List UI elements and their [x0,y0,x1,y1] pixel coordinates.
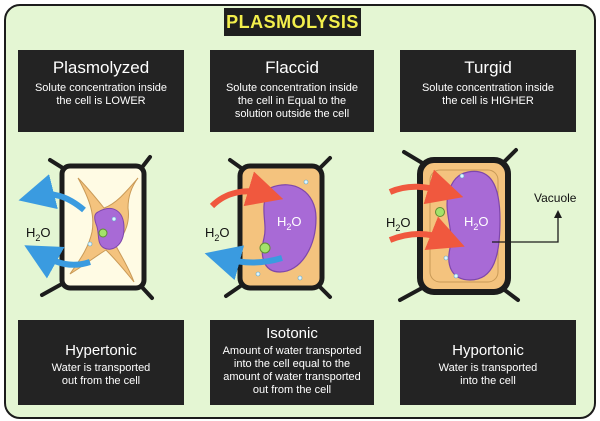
page-title: PLASMOLYSIS [224,8,361,36]
hypertonic-description: Water is transported out from the cell [51,362,151,387]
vacuole [261,184,317,273]
plasmolyzed-heading: Plasmolyzed [52,58,150,77]
chloroplast [435,207,445,217]
hypotonic-box: Hyportonic Water is transported into the… [400,320,576,405]
chloroplast [98,228,108,238]
water-in-arrow-lower [388,216,465,251]
flaccid-heading: Flaccid [265,58,319,77]
isotonic-box: Isotonic Amount of water transported int… [210,320,374,405]
hypertonic-box: Hypertonic Water is transported out from… [18,320,184,405]
chloroplast [259,242,271,254]
vacuole-label: Vacuole [534,191,577,205]
water-out-arrow-upper [18,174,86,213]
hypotonic-heading: Hyportonic [452,342,524,359]
plasmolyzed-description: Solute concentration inside the cell is … [34,82,168,107]
water-in-arrow-upper [388,169,464,205]
turgid-heading: Turgid [464,58,512,77]
turgid-cell: H2O H2O Vacuole [386,148,577,302]
isotonic-heading: Isotonic [266,325,318,342]
flaccid-box: Flaccid Solute concentration inside the … [210,50,374,132]
flaccid-cell: H2O H2O [204,156,332,299]
turgid-box: Turgid Solute concentration inside the c… [400,50,576,132]
vacuole [94,208,125,250]
plasmolyzed-box: Plasmolyzed Solute concentration inside … [18,50,184,132]
plasmolyzed-cell: H2O [18,155,154,300]
hypertonic-heading: Hypertonic [65,342,137,359]
water-out-arrow [204,245,283,281]
flaccid-description: Solute concentration inside the cell in … [225,82,359,120]
water-label-inside: H2O [277,214,302,232]
water-out-arrow-lower [24,245,91,279]
water-in-arrow [209,171,284,209]
isotonic-description: Amount of water transported into the cel… [222,345,362,396]
turgid-description: Solute concentration inside the cell is … [421,82,555,107]
water-label-turgid-inside: H2O [464,214,489,232]
water-label-right: H2O [386,215,411,233]
vacuole-pointer-arrow [492,210,562,243]
hypotonic-description: Water is transported into the cell [438,362,538,387]
water-label-middle: H2O [205,225,230,243]
water-label-left: H2O [26,225,51,243]
